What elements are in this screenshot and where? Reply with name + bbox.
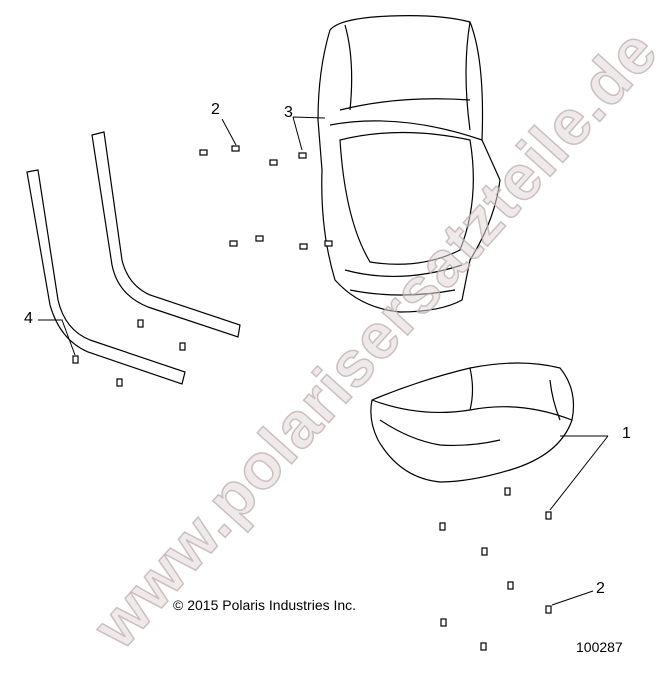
seat-back: [317, 15, 501, 313]
fasteners: [72, 145, 552, 651]
copyright-notice: © 2015 Polaris Industries Inc.: [173, 597, 357, 613]
seat-frame-rails: [26, 131, 241, 385]
callout-3: 3: [284, 104, 293, 121]
seat-cushion: [370, 362, 575, 483]
figure-number: 100287: [576, 639, 623, 655]
callout-2-top: 2: [211, 101, 220, 118]
leader-lines: [38, 116, 609, 606]
callout-2-bottom: 2: [596, 580, 605, 597]
callout-1: 1: [622, 425, 631, 442]
callout-4: 4: [24, 310, 33, 327]
